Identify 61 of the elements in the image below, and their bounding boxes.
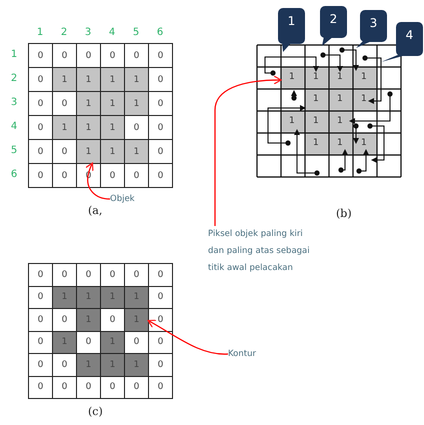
pixel-value: 1 bbox=[313, 94, 319, 104]
pixel-value: 1 bbox=[337, 116, 343, 126]
grid-cell: 0 bbox=[28, 43, 53, 68]
row-number: 2 bbox=[10, 73, 18, 85]
grid-cell: 1 bbox=[124, 139, 149, 164]
pixel-value: 1 bbox=[337, 94, 343, 104]
grid-cell: 1 bbox=[100, 115, 125, 140]
pixel-value: 1 bbox=[337, 72, 343, 82]
annotation-text: Kontur bbox=[228, 347, 278, 361]
grid-cell: 1 bbox=[100, 139, 125, 164]
column-number: 2 bbox=[60, 27, 68, 39]
column-number: 3 bbox=[84, 27, 92, 39]
grid-cell: 1 bbox=[76, 91, 101, 116]
column-number: 6 bbox=[156, 27, 164, 39]
grid-cell: 0 bbox=[28, 163, 53, 188]
pixel-value: 1 bbox=[313, 116, 319, 126]
pixel-value: 1 bbox=[313, 138, 319, 148]
grid-cell: 1 bbox=[76, 353, 101, 376]
leader-line bbox=[214, 76, 282, 226]
grid-cell: 0 bbox=[148, 43, 173, 68]
grid-cell: 1 bbox=[100, 353, 125, 376]
column-number: 5 bbox=[132, 27, 140, 39]
grid-cell: 1 bbox=[76, 67, 101, 92]
grid-cell: 1 bbox=[76, 115, 101, 140]
caption: (b) bbox=[336, 207, 352, 220]
grid-cell: 1 bbox=[124, 91, 149, 116]
column-number: 1 bbox=[36, 27, 44, 39]
grid-cell: 1 bbox=[52, 67, 77, 92]
grid-cell: 0 bbox=[148, 376, 173, 399]
callout-number: 2 bbox=[320, 6, 347, 38]
caption: (c) bbox=[88, 405, 103, 418]
pixel-value: 1 bbox=[361, 72, 367, 82]
pixel-value: 1 bbox=[337, 138, 343, 148]
column-number: 4 bbox=[108, 27, 116, 39]
grid-cell: 1 bbox=[124, 308, 149, 332]
grid-cell: 0 bbox=[28, 376, 53, 399]
grid-cell: 1 bbox=[100, 67, 125, 92]
grid-cell: 0 bbox=[28, 263, 53, 286]
row-number: 4 bbox=[10, 121, 18, 133]
row-number: 3 bbox=[10, 97, 18, 109]
pixel-value: 1 bbox=[289, 116, 295, 126]
pixel-value: 1 bbox=[313, 72, 319, 82]
callout-number: 1 bbox=[278, 8, 305, 44]
row-number: 1 bbox=[10, 49, 18, 61]
pixel-value: 1 bbox=[361, 94, 367, 104]
row-number: 6 bbox=[10, 169, 18, 181]
grid-cell: 1 bbox=[124, 353, 149, 376]
grid-cell: 1 bbox=[100, 91, 125, 116]
grid-cell: 1 bbox=[52, 115, 77, 140]
grid-cell: 1 bbox=[124, 67, 149, 92]
grid-cell: 0 bbox=[148, 263, 173, 286]
grid-cell: 1 bbox=[76, 139, 101, 164]
annotation-text: Piksel objek paling kiri dan paling atas sebagai titik awal pelacakan bbox=[208, 226, 312, 277]
grid-cell: 1 bbox=[76, 308, 101, 332]
caption: (a, bbox=[88, 204, 102, 217]
pixel-value: 1 bbox=[361, 138, 367, 148]
leader-line bbox=[148, 320, 228, 355]
annotation-text: Objek bbox=[110, 192, 152, 206]
leader-line bbox=[85, 162, 110, 200]
row-number: 5 bbox=[10, 145, 18, 157]
grid-cell: 0 bbox=[148, 163, 173, 188]
